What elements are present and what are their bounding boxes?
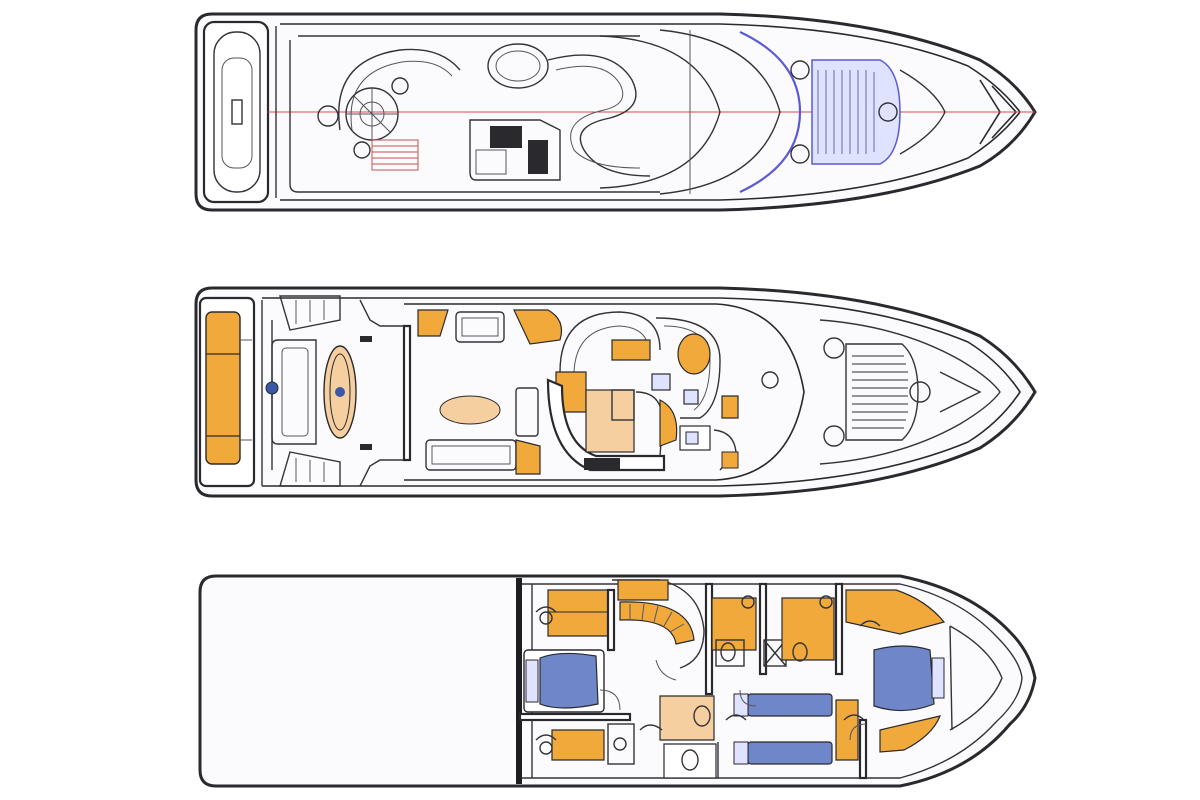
deck-hatch (823, 337, 845, 359)
saloon-side-sofa (515, 387, 539, 437)
flybridge-curved-bench (338, 48, 461, 131)
helm-chair-2 (683, 389, 699, 405)
deck-hatch (761, 371, 779, 389)
flybridge-table (487, 43, 549, 89)
hatch-circle (790, 60, 810, 80)
interior-spiral-stair (559, 311, 661, 373)
stair-curve-steps (619, 601, 695, 645)
forward-head (715, 639, 745, 667)
stair-landing (611, 339, 651, 361)
lower-deck-plan (198, 574, 1037, 788)
helm-station (655, 317, 721, 419)
head-toilet (693, 705, 711, 727)
flybridge-seat (353, 141, 371, 159)
helm-dash (721, 395, 739, 419)
flybridge-lounge-seating (547, 54, 651, 177)
saloon-sofa-top (455, 311, 505, 343)
main-deck-plan (194, 286, 1037, 498)
galley-curve-seat (659, 399, 678, 447)
forward-head-counter (711, 597, 757, 651)
vip-wardrobe-top (845, 589, 946, 635)
cockpit-stair (279, 451, 341, 487)
swim-platform-cushion (205, 311, 241, 465)
saloon-sofa-corner (417, 309, 449, 337)
forward-head-counter-2 (781, 597, 835, 661)
twin-cabin-berths (733, 693, 833, 765)
galley-wall (546, 378, 666, 472)
side-door-step (721, 451, 739, 469)
flybridge-deck-plan (194, 12, 1037, 212)
master-berth (523, 649, 605, 713)
day-head-sink (685, 431, 699, 445)
lower-spiral-stair (612, 579, 705, 669)
cockpit-sofa (271, 339, 317, 445)
cockpit-stair (279, 295, 341, 331)
saloon-rug (439, 395, 501, 425)
flybridge-stair-steps (371, 139, 419, 171)
saloon-corner-bottom (515, 439, 541, 475)
stair-upper-block (617, 579, 669, 601)
flybridge-seat (317, 105, 339, 127)
foredeck-sunpad (845, 343, 919, 441)
master-shower (607, 723, 635, 765)
cockpit-table-logo (265, 381, 279, 395)
flybridge-helm-console (469, 119, 561, 181)
flybridge-sunpad (811, 59, 901, 165)
twin-cabin-wardrobe (835, 699, 859, 761)
aft-cabin-wardrobe (547, 589, 609, 637)
vip-berth (873, 645, 945, 712)
tender (213, 31, 261, 193)
saloon-armchair (513, 309, 563, 345)
guest-head (663, 743, 717, 779)
flybridge-windscreen (739, 31, 802, 193)
galley-appliance (584, 458, 620, 470)
deck-hatch (823, 425, 845, 447)
helm-chair (651, 373, 671, 391)
flybridge-seat (391, 77, 409, 95)
master-head-counter (551, 729, 605, 761)
engine-room-bulkhead (516, 578, 522, 784)
corridor-sofa (659, 695, 715, 741)
deck-hatch (909, 381, 931, 403)
hatch-circle (790, 144, 810, 164)
vip-wardrobe-bottom (879, 715, 941, 753)
hatch-circle (878, 102, 898, 122)
helm-seat (677, 333, 711, 375)
galley-floor (585, 389, 635, 453)
